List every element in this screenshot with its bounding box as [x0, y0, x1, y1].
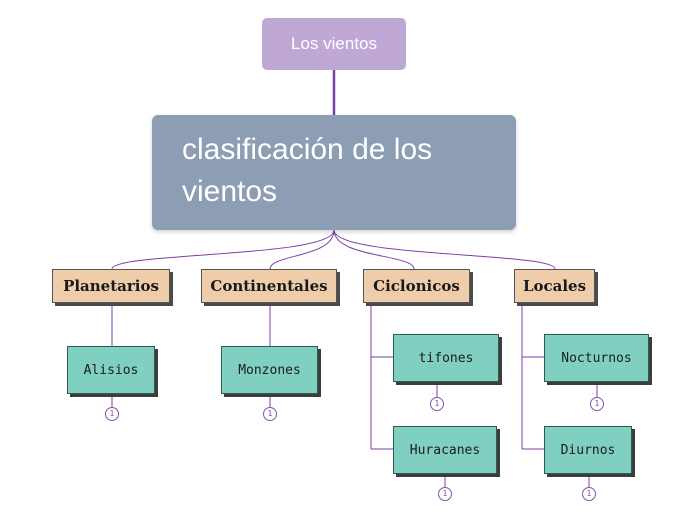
badge-stems [111, 382, 598, 487]
subtopic-alisios[interactable]: Alisios [67, 346, 155, 394]
connector-main-planetarios [111, 229, 335, 270]
subtopic-count-badge[interactable]: 1 [263, 407, 277, 421]
connector-main-continentales [269, 229, 335, 270]
subtopic-label: Monzones [238, 362, 301, 378]
root-topic-label: Los vientos [291, 34, 377, 53]
category-ciclonicos[interactable]: Ciclonicos [363, 269, 470, 303]
subtopic-count-badge[interactable]: 1 [430, 397, 444, 411]
subtopic-label: Nocturnos [561, 350, 632, 366]
category-label: Locales [522, 277, 587, 295]
subtopic-diurnos[interactable]: Diurnos [544, 426, 632, 474]
root-topic[interactable]: Los vientos [262, 18, 406, 70]
main-topic[interactable]: clasificación de los vientos [152, 115, 516, 230]
subtopic-label: Diurnos [560, 442, 616, 458]
subtopic-huracanes[interactable]: Huracanes [393, 426, 497, 474]
subtopic-tifones[interactable]: tifones [393, 334, 499, 382]
subtopic-count-badge[interactable]: 1 [590, 397, 604, 411]
category-locales[interactable]: Locales [514, 269, 595, 303]
connector-main-locales [333, 229, 556, 270]
subtopic-label: Alisios [83, 362, 139, 378]
category-label: Ciclonicos [373, 277, 460, 295]
main-topic-label: clasificación de los vientos [182, 133, 433, 208]
subtopic-nocturnos[interactable]: Nocturnos [544, 334, 649, 382]
subtopic-label: tifones [418, 350, 474, 366]
connector-main-ciclonicos [333, 229, 415, 270]
category-label: Planetarios [63, 277, 159, 295]
connector-ciclonicos-children [370, 303, 393, 450]
connector-locales-children [521, 303, 544, 450]
category-continentales[interactable]: Continentales [201, 269, 337, 303]
category-label: Continentales [210, 277, 328, 295]
subtopic-count-badge[interactable]: 1 [582, 487, 596, 501]
subtopic-monzones[interactable]: Monzones [221, 346, 318, 394]
subtopic-label: Huracanes [409, 442, 481, 458]
subtopic-count-badge[interactable]: 1 [105, 407, 119, 421]
subtopic-count-badge[interactable]: 1 [438, 487, 452, 501]
category-planetarios[interactable]: Planetarios [52, 269, 170, 303]
